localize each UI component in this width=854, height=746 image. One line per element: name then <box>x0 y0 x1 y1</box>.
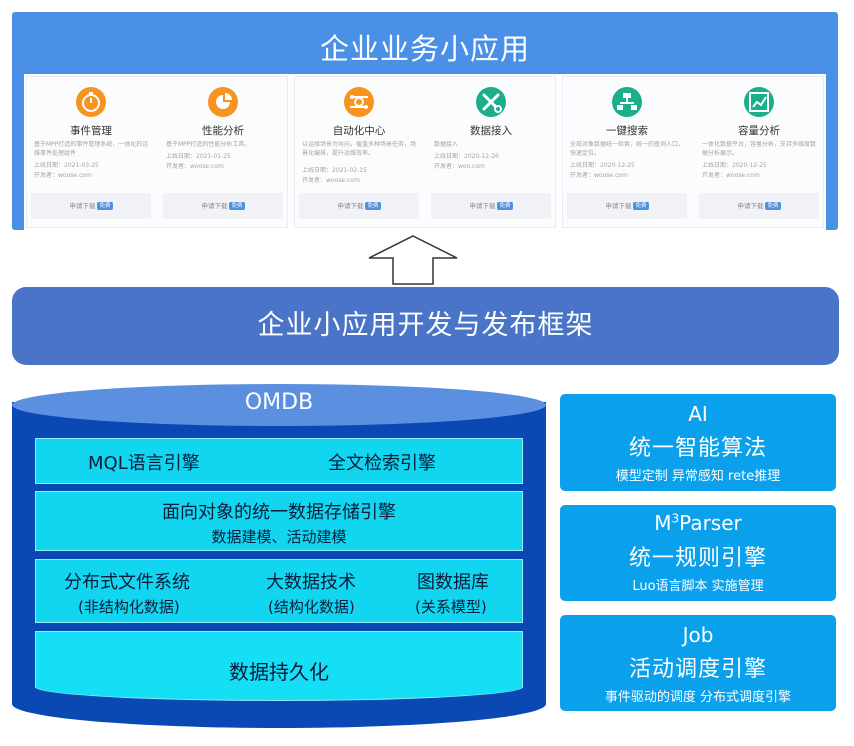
omdb-title: OMDB <box>244 390 314 415</box>
app-description: 全局对象数据统一检索，统一的查询入口，快速定位。 <box>570 141 685 157</box>
download-label: 申请下载 <box>737 202 764 210</box>
app-description: 基于MPP打造的性能分析工具。 <box>166 141 251 148</box>
engine-name-prefix: M <box>654 511 672 535</box>
app-card[interactable]: 容量分析 一体化数据平台，容量分析，支持多维度数据分析展示。 上线日期：2020… <box>695 77 823 227</box>
app-developer: 开发者：woo.com <box>434 163 485 170</box>
storage-engine-layer: 面向对象的统一数据存储引擎 数据建模、活动建模 <box>35 491 523 551</box>
app-name: 数据接入 <box>470 125 512 137</box>
query-engine-layer: MQL语言引擎 全文检索引擎 <box>35 438 523 484</box>
app-cards-area: 事件管理 基于MPP打造的事件管理系统，一体化的运维事件处理组件 上线日期：20… <box>24 74 826 230</box>
stopwatch-icon <box>76 87 106 117</box>
cylinder-top <box>12 384 546 426</box>
app-developer: 开发者：woose.com <box>34 172 92 179</box>
free-badge: 免费 <box>365 202 381 210</box>
business-apps-title: 企业业务小应用 <box>319 32 530 66</box>
app-description: 以运维场景为导向，覆盖多种场景任务，场景化编排，提升运维效率。 <box>302 141 417 157</box>
app-card[interactable]: 一键搜索 全局对象数据统一检索，统一的查询入口，快速定位。 上线日期：2020-… <box>563 77 691 227</box>
persistence-label: 数据持久化 <box>229 660 329 684</box>
app-description: 基于MPP打造的事件管理系统，一体化的运维事件处理组件 <box>34 141 149 157</box>
parser-engine-box: M3Parser 统一规则引擎 Luo语言脚本 实施管理 <box>560 505 836 601</box>
app-name: 事件管理 <box>70 125 112 137</box>
trend-chart-icon <box>744 87 774 117</box>
app-card-group: 事件管理 基于MPP打造的事件管理系统，一体化的运维事件处理组件 上线日期：20… <box>26 76 288 228</box>
engine-features: Luo语言脚本 实施管理 <box>632 579 764 594</box>
app-name: 自动化中心 <box>332 125 386 137</box>
storage-engine-subtitle: 数据建模、活动建模 <box>211 528 347 546</box>
app-developer: 开发者：woose.com <box>570 172 628 179</box>
app-date: 上线日期：2020-12-25 <box>702 162 767 169</box>
free-badge: 免费 <box>765 202 781 210</box>
framework-bar: 企业小应用开发与发布框架 <box>12 287 839 365</box>
data-connect-icon <box>476 87 506 117</box>
dfs-label: 分布式文件系统 <box>64 572 190 593</box>
download-button[interactable]: 申请下载免费 <box>31 193 151 219</box>
engine-name: AI <box>688 402 708 426</box>
app-description: 数据接入 <box>434 141 459 148</box>
engine-features: 事件驱动的调度 分布式调度引擎 <box>604 690 792 705</box>
search-tree-icon <box>612 87 642 117</box>
download-button[interactable]: 申请下载免费 <box>163 193 283 219</box>
storage-engine-title: 面向对象的统一数据存储引擎 <box>162 502 396 523</box>
app-name: 容量分析 <box>738 125 780 137</box>
free-badge: 免费 <box>633 202 649 210</box>
download-button[interactable]: 申请下载免费 <box>299 193 419 219</box>
app-name: 一键搜索 <box>606 125 648 137</box>
bigdata-label: 大数据技术 <box>266 572 356 593</box>
automation-icon <box>344 87 374 117</box>
download-label: 申请下载 <box>605 202 632 210</box>
download-button[interactable]: 申请下载免费 <box>567 193 687 219</box>
ai-engine-box: AI 统一智能算法 模型定制 异常感知 rete推理 <box>560 394 836 491</box>
bigdata-sublabel: (结构化数据) <box>268 598 355 616</box>
download-button[interactable]: 申请下载免费 <box>431 193 551 219</box>
download-label: 申请下载 <box>201 202 228 210</box>
app-card[interactable]: 自动化中心 以运维场景为导向，覆盖多种场景任务，场景化编排，提升运维效率。 上线… <box>295 77 423 227</box>
app-card-group: 一键搜索 全局对象数据统一检索，统一的查询入口，快速定位。 上线日期：2020-… <box>562 76 824 228</box>
persistence-layer: 数据持久化 <box>35 631 523 701</box>
app-developer: 开发者：woose.com <box>166 163 224 170</box>
dfs-sublabel: (非结构化数据) <box>78 598 180 616</box>
app-date: 上线日期：2021-03-25 <box>34 162 99 169</box>
download-label: 申请下载 <box>69 202 96 210</box>
app-card[interactable]: 事件管理 基于MPP打造的事件管理系统，一体化的运维事件处理组件 上线日期：20… <box>27 77 155 227</box>
engine-title: 统一规则引擎 <box>628 546 767 571</box>
job-engine-box: Job 活动调度引擎 事件驱动的调度 分布式调度引擎 <box>560 615 836 711</box>
mql-engine-label: MQL语言引擎 <box>88 453 200 474</box>
app-date: 上线日期：2021-01-25 <box>166 153 231 160</box>
fulltext-engine-label: 全文检索引擎 <box>328 453 436 474</box>
app-date: 上线日期：2020-12-26 <box>434 153 499 160</box>
business-apps-panel: 企业业务小应用 事件管理 基于MPP打造的事件管理系统，一体化的运维事件处理组件… <box>12 12 838 230</box>
up-arrow-icon <box>368 235 458 285</box>
download-label: 申请下载 <box>337 202 364 210</box>
download-button[interactable]: 申请下载免费 <box>699 193 819 219</box>
app-date: 上线日期：2020-12-25 <box>570 162 635 169</box>
free-badge: 免费 <box>497 202 513 210</box>
app-card[interactable]: 性能分析 基于MPP打造的性能分析工具。 上线日期：2021-01-25 开发者… <box>159 77 287 227</box>
free-badge: 免费 <box>229 202 245 210</box>
pie-chart-icon <box>208 87 238 117</box>
storage-tech-layer: 分布式文件系统 (非结构化数据) 大数据技术 (结构化数据) 图数据库 (关系模… <box>35 559 523 623</box>
graphdb-label: 图数据库 <box>417 572 489 593</box>
free-badge: 免费 <box>97 202 113 210</box>
engine-title: 统一智能算法 <box>628 436 767 461</box>
engine-name-suffix: Parser <box>679 511 742 535</box>
engine-name: M3Parser <box>560 511 836 535</box>
download-label: 申请下载 <box>469 202 496 210</box>
engine-name-superscript: 3 <box>671 511 680 526</box>
engine-name: Job <box>682 623 714 647</box>
app-developer: 开发者：woose.com <box>302 177 360 184</box>
engine-title: 活动调度引擎 <box>628 657 767 682</box>
app-date: 上线日期：2021-02-15 <box>302 167 367 174</box>
app-name: 性能分析 <box>202 125 244 137</box>
graphdb-sublabel: (关系模型) <box>415 598 487 616</box>
app-description: 一体化数据平台，容量分析，支持多维度数据分析展示。 <box>702 141 817 157</box>
app-card[interactable]: 数据接入 数据接入 上线日期：2020-12-26 开发者：woo.com 申请… <box>427 77 555 227</box>
app-developer: 开发者：woose.com <box>702 172 760 179</box>
engine-features: 模型定制 异常感知 rete推理 <box>615 469 781 484</box>
app-card-group: 自动化中心 以运维场景为导向，覆盖多种场景任务，场景化编排，提升运维效率。 上线… <box>294 76 556 228</box>
